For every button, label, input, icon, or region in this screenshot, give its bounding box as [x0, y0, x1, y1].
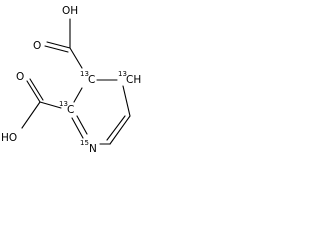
atom-label-c2: C: [67, 104, 74, 116]
isotope-c3: 13: [80, 70, 89, 78]
structure-diagram: OH O O HO 13 C 13 CH 13 C 15 N: [1, 5, 141, 155]
atom-label-c4: CH: [126, 74, 141, 86]
ring-bond-c5-c6-inner: [106, 115, 126, 141]
bond-c3-cooh-top: [69, 47, 83, 69]
bond-cooh-left-double-o-b: [29, 78, 44, 101]
isotope-c4: 13: [118, 70, 127, 78]
ring-bond-n-c2-inner: [76, 115, 88, 135]
atom-label-oh-top: OH: [62, 5, 78, 17]
isotope-n: 15: [80, 139, 89, 147]
ring-bond-n-c2: [71, 117, 84, 139]
bond-c2-cooh-left: [39, 101, 62, 109]
bond-cooh-top-double-o-a: [46, 41, 71, 49]
atom-label-oh-left: HO: [1, 132, 17, 144]
bond-cooh-top-double-o-b: [44, 45, 69, 53]
bond-cooh-left-oh: [21, 101, 41, 129]
bond-cooh-left-double-o-a: [26, 80, 41, 103]
atom-label-o-top: O: [33, 40, 41, 52]
atom-label-o-left: O: [16, 71, 24, 83]
ring-bond-c4-c5: [122, 85, 131, 117]
ring-bond-c5-c6: [109, 115, 131, 145]
isotope-c2: 13: [59, 100, 68, 108]
ring-bond-c2-c3: [73, 87, 83, 103]
atom-label-c3: C: [88, 74, 95, 86]
atom-label-n: N: [89, 143, 97, 155]
